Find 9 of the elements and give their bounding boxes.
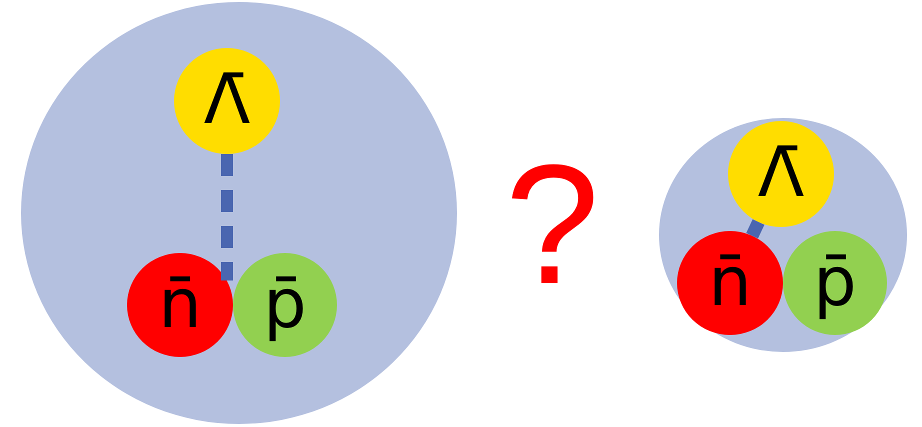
dashed-connector [221,154,233,280]
question-mark: ? [505,140,600,310]
particle-symbol: Λ̄ [204,67,250,135]
particle-symbol: p̄ [263,271,307,339]
particle-symbol: n̄ [708,249,752,317]
connector [746,219,764,238]
particle-symbol: p̄ [813,249,857,317]
particle-symbol: Λ̄ [758,140,804,208]
particle-symbol: n̄ [158,271,202,339]
